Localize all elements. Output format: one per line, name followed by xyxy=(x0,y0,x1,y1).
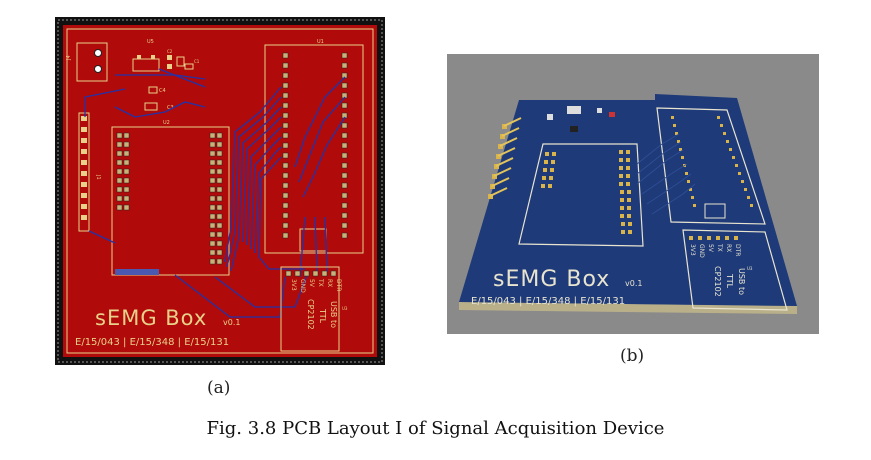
u3-3d-label: U3 xyxy=(747,266,753,271)
routed-traces xyxy=(84,68,346,318)
board-title: sEMG Box xyxy=(95,306,207,330)
pcb-render-3d: U3 DTR RX TX 5V GND 3V3 USB to TTL CP210… xyxy=(447,54,819,334)
pcb-3d-svg: U3 DTR RX TX 5V GND 3V3 USB to TTL CP210… xyxy=(447,54,819,334)
j1-label: J1 xyxy=(95,174,101,180)
u2-label: U2 xyxy=(163,120,170,126)
module-u1-outline xyxy=(656,107,766,225)
pin-label-gnd: GND xyxy=(299,279,306,293)
pin-label-dtr: DTR xyxy=(335,279,342,291)
module-u3-outline xyxy=(682,229,788,311)
u1-label: U1 xyxy=(317,39,324,45)
pcb-layout-2d: J4 U5 C1 C2 C4 C3 J1 U2 xyxy=(55,17,385,365)
pin-3d-rx: RX xyxy=(725,244,732,252)
module-text-line1: USB to xyxy=(329,301,338,328)
c3-label: C3 xyxy=(167,105,174,111)
pin-label-5v: 5V xyxy=(308,279,315,288)
component-u5 xyxy=(567,106,581,114)
panel-b-label: (b) xyxy=(620,346,645,366)
board-3d-ids: E/15/043 | E/15/348 | E/15/131 xyxy=(471,296,625,307)
c4-label: C4 xyxy=(159,88,166,94)
panel-a-label: (a) xyxy=(207,378,231,398)
pin-3d-5v: 5V xyxy=(707,244,714,253)
board-version: v0.1 xyxy=(223,318,240,327)
pin-3d-tx: TX xyxy=(716,243,723,252)
board-3d-title: sEMG Box xyxy=(493,267,610,292)
svg-text:C1: C1 xyxy=(194,59,200,64)
pin-label-3v3: 3V3 xyxy=(290,279,297,291)
module-u2 xyxy=(111,126,230,276)
pin-label-tx: TX xyxy=(317,278,324,287)
pin-3d-gnd: GND xyxy=(698,244,705,258)
connector-j4 xyxy=(76,42,108,82)
pin-3d-3v3: 3V3 xyxy=(689,244,696,256)
module-text-line2: TTL xyxy=(318,308,327,324)
board-3d-version: v0.1 xyxy=(625,279,642,288)
header-j1 xyxy=(78,112,90,232)
module-u3 xyxy=(280,266,340,352)
pin-3d-dtr: DTR xyxy=(734,244,741,256)
pcb-2d-svg: J4 U5 C1 C2 C4 C3 J1 U2 xyxy=(55,17,385,365)
module-u1 xyxy=(264,44,364,254)
u3-label: U3 xyxy=(342,306,348,311)
u5-label: U5 xyxy=(147,39,154,45)
module-u2-outline xyxy=(518,143,644,247)
figure-caption: Fig. 3.8 PCB Layout I of Signal Acquisit… xyxy=(206,418,665,439)
svg-text:C2: C2 xyxy=(167,49,173,54)
pin-label-rx: RX xyxy=(326,279,333,287)
module-3d-line2: TTL xyxy=(725,273,734,289)
module-3d-line1: USB to xyxy=(737,268,746,295)
svg-text:J4: J4 xyxy=(66,55,72,61)
module-text-line3: CP2102 xyxy=(306,299,315,330)
regulator-u5 xyxy=(132,58,160,72)
board-ids: E/15/043 | E/15/348 | E/15/131 xyxy=(75,337,229,348)
module-3d-line3: CP2102 xyxy=(713,266,722,297)
